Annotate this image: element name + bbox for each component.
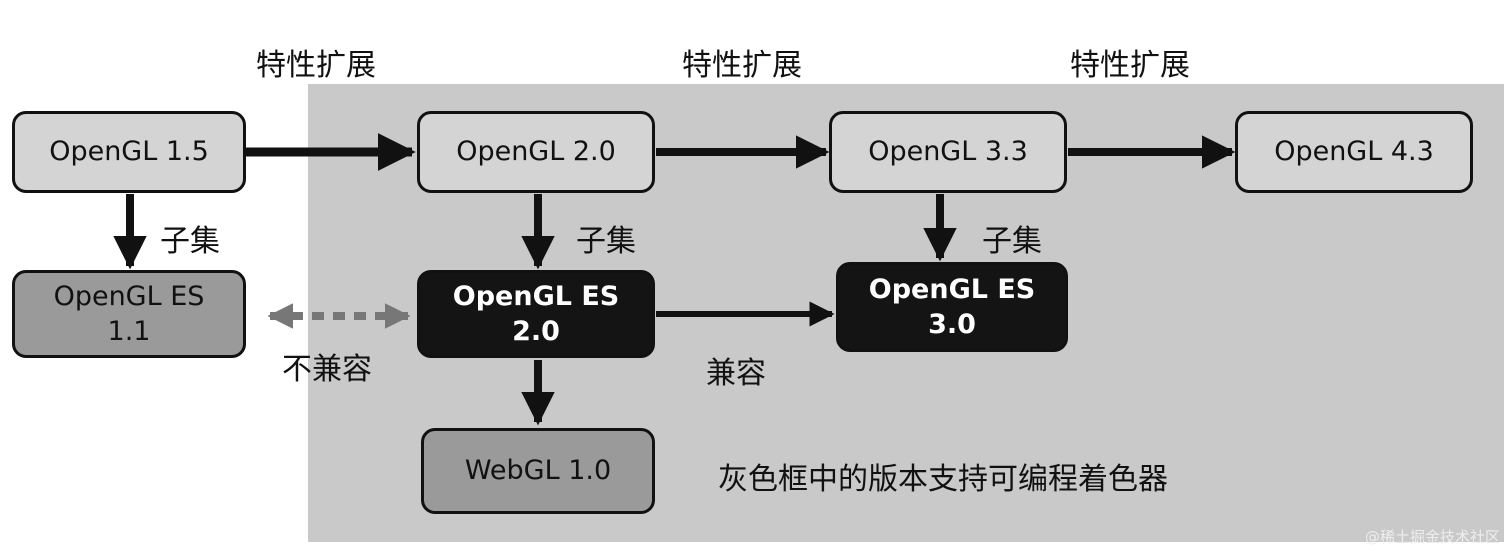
label-subset-3: 子集 — [982, 224, 1042, 259]
label-shader-legend: 灰色框中的版本支持可编程着色器 — [718, 462, 1168, 497]
watermark: @稀土掘金技术社区 — [1364, 528, 1500, 546]
node-opengl-es-1-1: OpenGL ES 1.1 — [12, 270, 246, 358]
node-opengl-2-0: OpenGL 2.0 — [417, 111, 655, 193]
label-subset-2: 子集 — [576, 224, 636, 259]
label-feature-extension-3: 特性扩展 — [1070, 48, 1190, 83]
node-opengl-1-5: OpenGL 1.5 — [12, 111, 246, 193]
node-opengl-4-3: OpenGL 4.3 — [1235, 111, 1473, 193]
label-subset-1: 子集 — [160, 224, 220, 259]
label-feature-extension-2: 特性扩展 — [682, 48, 802, 83]
node-opengl-es-3-0: OpenGL ES 3.0 — [836, 262, 1068, 352]
node-webgl-1-0: WebGL 1.0 — [421, 428, 655, 514]
label-feature-extension-1: 特性扩展 — [256, 48, 376, 83]
label-compatible: 兼容 — [706, 356, 766, 391]
node-opengl-3-3: OpenGL 3.3 — [829, 111, 1067, 193]
label-incompatible: 不兼容 — [282, 352, 372, 387]
node-opengl-es-2-0: OpenGL ES 2.0 — [417, 270, 655, 358]
